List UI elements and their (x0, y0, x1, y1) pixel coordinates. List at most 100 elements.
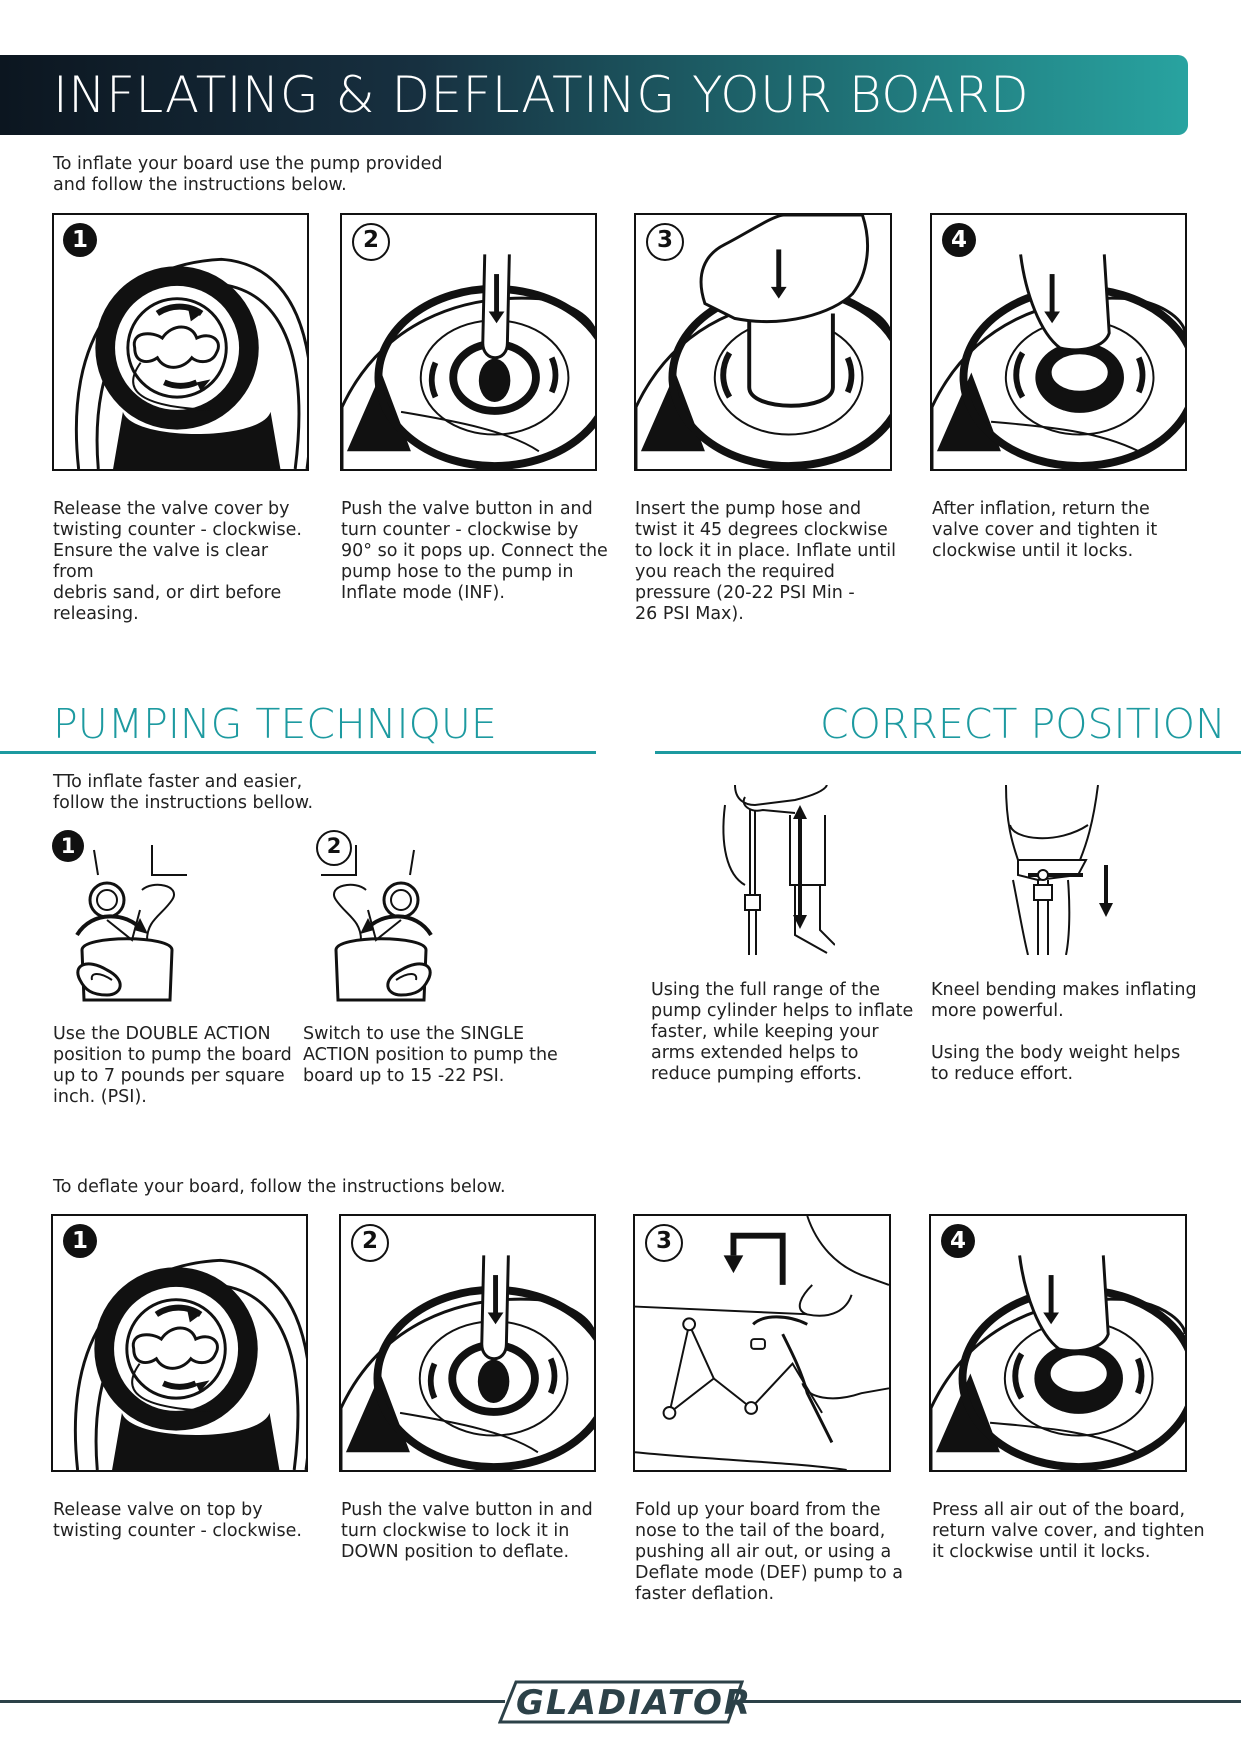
valve-cover-icon (74, 257, 307, 469)
standing-pump-icon (722, 785, 835, 955)
double-action-pump-icon (75, 845, 187, 1002)
page-title: INFLATING & DEFLATING YOUR BOARD (53, 66, 1030, 124)
text-line: twist it 45 degrees clockwise (635, 520, 888, 540)
pumping-technique-title: PUMPING TECHNIQUE (53, 700, 497, 748)
text-line: board up to 15 -22 PSI. (303, 1066, 505, 1086)
text-line: turn counter - clockwise by (341, 520, 579, 540)
step-number-badge: 3 (646, 223, 684, 261)
text-line: more powerful. (931, 1001, 1064, 1021)
valve-tighten-icon (932, 254, 1185, 469)
text-line: position to pump the board (53, 1045, 292, 1065)
deflate-step-1-text: Release valve on top by twisting counter… (53, 1500, 313, 1542)
correct-position-title: CORRECT POSITION (820, 700, 1226, 748)
text-line: pump hose to the pump in (341, 562, 574, 582)
valve-cover-icon (73, 1258, 306, 1470)
inflate-step-2-illustration: 2 (340, 213, 597, 471)
text-line: Inflate mode (INF). (341, 583, 505, 603)
text-line: pump cylinder helps to inflate (651, 1001, 914, 1021)
text-line: nose to the tail of the board, (635, 1521, 886, 1541)
text-line: faster, while keeping your (651, 1022, 879, 1042)
full-range-illustration (715, 785, 835, 955)
step-number-badge: 1 (63, 1224, 97, 1258)
footer-line-right (738, 1700, 1241, 1703)
brand-name: GLADIATOR (516, 1683, 753, 1723)
deflate-step-3-text: Fold up your board from the nose to the … (635, 1500, 910, 1605)
text-line: faster deflation. (635, 1584, 775, 1604)
text-line: Deflate mode (DEF) pump to a (635, 1563, 903, 1583)
step-number-badge: 1 (52, 830, 84, 862)
text-line: return valve cover, and tighten (932, 1521, 1205, 1541)
text-line: turn clockwise to lock it in (341, 1521, 570, 1541)
text-line: reduce pumping efforts. (651, 1064, 862, 1084)
inflate-step-4-illustration: 4 (930, 213, 1187, 471)
step-number-badge: 3 (645, 1224, 683, 1262)
pumping-step-1-text: Use the DOUBLE ACTION position to pump t… (53, 1024, 293, 1108)
pump-hose-icon (636, 215, 890, 469)
inflate-step-4-text: After inflation, return the valve cover … (932, 499, 1202, 562)
inflate-intro: To inflate your board use the pump provi… (53, 154, 442, 196)
text-line: valve cover and tighten it (932, 520, 1158, 540)
inflate-step-1-illustration: 1 (52, 213, 309, 471)
step-number-badge: 4 (941, 1224, 975, 1258)
step-number-badge: 2 (352, 223, 390, 261)
deflate-step-4-illustration: 4 (929, 1214, 1187, 1472)
pumping-divider (0, 751, 596, 754)
deflate-step-4-text: Press all air out of the board, return v… (932, 1500, 1222, 1563)
text-line: Insert the pump hose and (635, 499, 862, 519)
text-line: arms extended helps to (651, 1043, 859, 1063)
deflate-step-2-illustration: 2 (339, 1214, 596, 1472)
text-line: Kneel bending makes inflating (931, 980, 1197, 1000)
step-number-badge: 1 (63, 223, 97, 257)
step-number-badge: 4 (942, 223, 976, 257)
text-line: inch. (PSI). (53, 1087, 147, 1107)
pumping-step-2-text: Switch to use the SINGLE ACTION position… (303, 1024, 563, 1087)
text-line: up to 7 pounds per square (53, 1066, 285, 1086)
inflate-intro-line: To inflate your board use the pump provi… (53, 154, 443, 174)
text-line: Using the full range of the (651, 980, 880, 1000)
text-line: clockwise until it locks. (932, 541, 1134, 561)
text-line: Use the DOUBLE ACTION (53, 1024, 271, 1044)
text-line: DOWN position to deflate. (341, 1542, 570, 1562)
inflate-intro-line: and follow the instructions below. (53, 175, 347, 195)
text-line: to lock it in place. Inflate until (635, 541, 896, 561)
text-line: 90° so it pops up. Connect the (341, 541, 608, 561)
text-line: releasing. (53, 604, 139, 624)
step-number-badge: 2 (351, 1224, 389, 1262)
position-2-text: Kneel bending makes inflating more power… (931, 980, 1221, 1085)
text-line: Switch to use the SINGLE (303, 1024, 525, 1044)
position-divider (655, 751, 1241, 754)
text-line: After inflation, return the (932, 499, 1150, 519)
text-line: twisting counter - clockwise. (53, 520, 302, 540)
double-action-illustration: 1 (52, 830, 192, 1005)
kneeling-pump-icon (1005, 785, 1113, 955)
text-line: Push the valve button in and (341, 1500, 593, 1520)
text-line: debris sand, or dirt before (53, 583, 282, 603)
logo-frame-icon (498, 1680, 744, 1724)
single-action-illustration: 2 (316, 830, 456, 1005)
deflate-step-2-text: Push the valve button in and turn clockw… (341, 1500, 611, 1563)
inflate-step-3-illustration: 3 (634, 213, 892, 471)
title-banner (0, 55, 1188, 135)
text-line: Ensure the valve is clear from (53, 541, 269, 582)
kneel-illustration (998, 785, 1118, 955)
inflate-step-1-text: Release the valve cover by twisting coun… (53, 499, 313, 625)
deflate-intro: To deflate your board, follow the instru… (53, 1177, 506, 1197)
text-line: Release the valve cover by (53, 499, 290, 519)
deflate-step-3-illustration: 3 (633, 1214, 891, 1472)
text-line: pushing all air out, or using a (635, 1542, 892, 1562)
text-line: Fold up your board from the (635, 1500, 881, 1520)
pumping-intro-line: TTo inflate faster and easier, (53, 772, 303, 792)
single-action-pump-icon (321, 845, 433, 1002)
valve-tighten-icon (931, 1255, 1185, 1470)
inflate-step-3-text: Insert the pump hose and twist it 45 deg… (635, 499, 905, 625)
brand-logo: GLADIATOR (498, 1680, 750, 1724)
text-line: to reduce effort. (931, 1064, 1074, 1084)
blank-line (931, 1022, 1221, 1043)
footer-line-left (0, 1700, 505, 1703)
text-line: ACTION position to pump the (303, 1045, 558, 1065)
text-line: Press all air out of the board, (932, 1500, 1186, 1520)
deflate-step-1-illustration: 1 (51, 1214, 308, 1472)
pumping-intro: TTo inflate faster and easier, follow th… (53, 772, 313, 814)
valve-button-icon (342, 254, 595, 469)
text-line: Using the body weight helps (931, 1043, 1181, 1063)
